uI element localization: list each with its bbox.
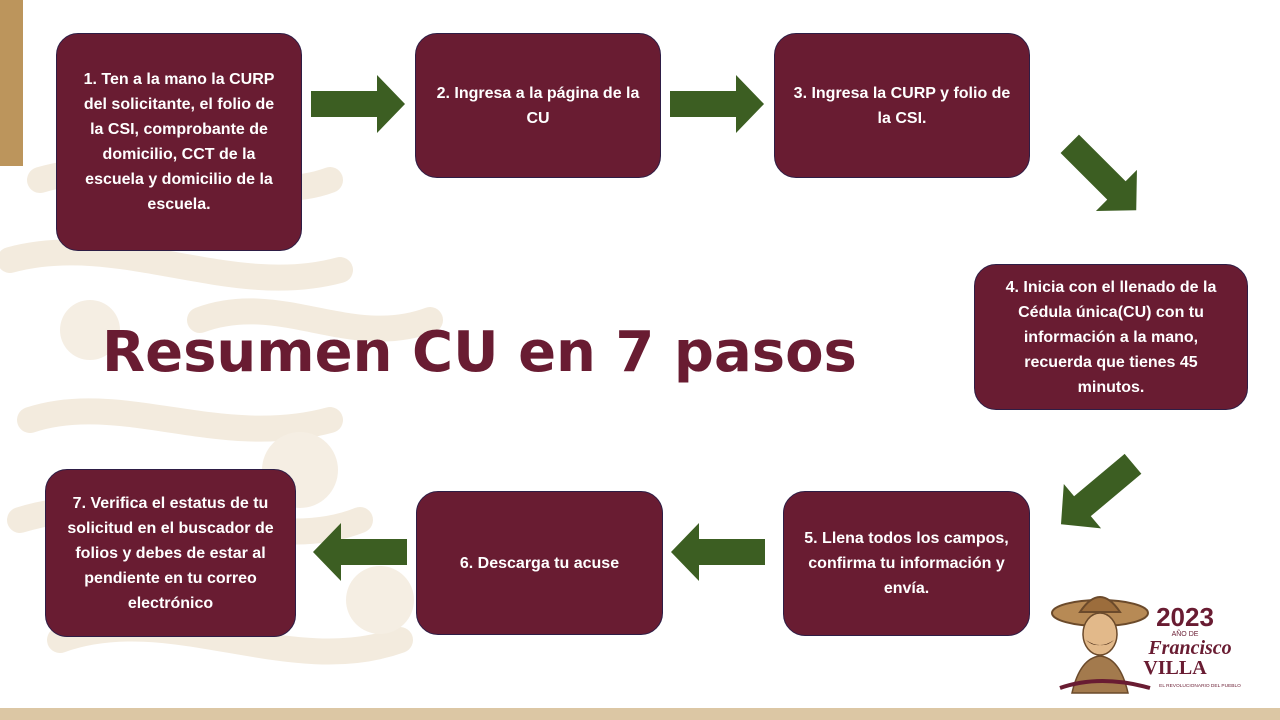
- page-title: Resumen CU en 7 pasos: [102, 320, 857, 385]
- step-1-box: 1. Ten a la mano la CURP del solicitante…: [56, 33, 302, 251]
- step-2-text: 2. Ingresa a la página de la CU: [436, 84, 640, 127]
- step-4-box: 4. Inicia con el llenado de la Cédula ún…: [974, 264, 1248, 410]
- step-6-box: 6. Descarga tu acuse: [416, 491, 663, 635]
- step-7-box: 7. Verifica el estatus de tu solicitud e…: [45, 469, 296, 637]
- pancho-villa-portrait-icon: [1051, 596, 1151, 694]
- logo-year: 2023: [1156, 602, 1214, 632]
- arrow-down-right-3-to-4: [1060, 134, 1137, 211]
- arrow-left-5-to-6: [671, 523, 765, 581]
- step-1-text: 1. Ten a la mano la CURP del solicitante…: [83, 71, 275, 213]
- logo-name-line1: Francisco: [1147, 637, 1231, 659]
- arrow-left-6-to-7: [313, 523, 407, 581]
- left-accent-bar: [0, 0, 23, 166]
- bottom-accent-bar: [0, 708, 1280, 720]
- step-7-text: 7. Verifica el estatus de tu solicitud e…: [67, 494, 274, 612]
- arrow-right-1-to-2: [311, 75, 405, 133]
- arrow-right-2-to-3: [670, 75, 764, 133]
- arrow-down-left-4-to-5: [1060, 453, 1142, 529]
- step-3-text: 3. Ingresa la CURP y folio de la CSI.: [793, 84, 1011, 127]
- logo-name-line2: VILLA: [1143, 657, 1207, 679]
- step-2-box: 2. Ingresa a la página de la CU: [415, 33, 661, 178]
- step-4-text: 4. Inicia con el llenado de la Cédula ún…: [1005, 278, 1217, 396]
- logo-ano-de: AÑO DE: [1172, 629, 1199, 638]
- step-5-text: 5. Llena todos los campos, confirma tu i…: [804, 530, 1009, 597]
- francisco-villa-2023-logo: 2023 AÑO DE Francisco VILLA EL REVOLUCIO…: [1051, 596, 1241, 694]
- step-6-text: 6. Descarga tu acuse: [459, 554, 620, 572]
- logo-tagline: EL REVOLUCIONARIO DEL PUEBLO: [1159, 683, 1241, 689]
- step-5-box: 5. Llena todos los campos, confirma tu i…: [783, 491, 1030, 636]
- step-3-box: 3. Ingresa la CURP y folio de la CSI.: [774, 33, 1030, 178]
